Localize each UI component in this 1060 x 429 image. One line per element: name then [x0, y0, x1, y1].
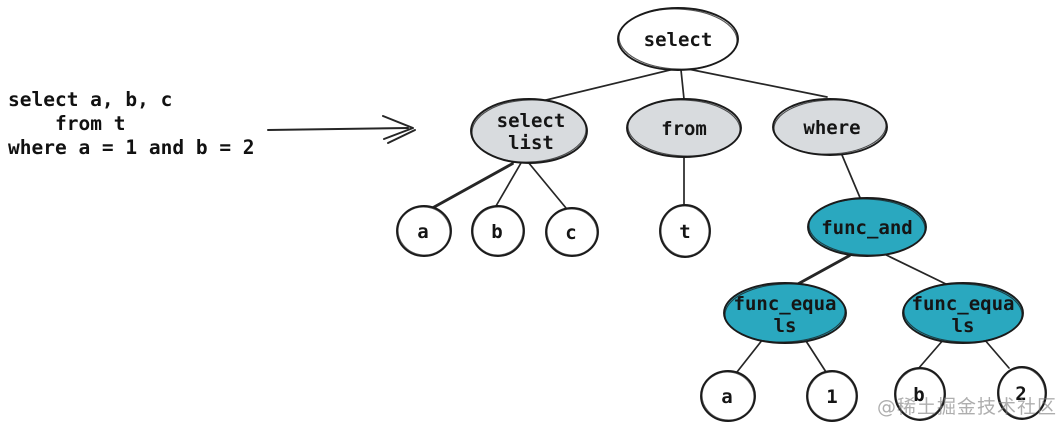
node-leaf-2: 2 — [997, 366, 1047, 420]
node-func-equals-left: func_equa ls — [723, 282, 847, 344]
edge — [429, 163, 514, 211]
edge — [495, 162, 522, 207]
edge — [792, 252, 854, 287]
node-func-equals-right-label-1: func_equa — [912, 293, 1015, 315]
node-b-label: b — [491, 221, 502, 243]
edge — [432, 160, 517, 208]
edge — [983, 338, 1010, 369]
tree-edges — [429, 68, 1010, 373]
node-select: select — [617, 7, 739, 71]
node-where: where — [772, 98, 888, 156]
edge — [680, 69, 685, 100]
code-line-3: where a = 1 and b = 2 — [8, 136, 255, 159]
code-line-1: select a, b, c — [8, 88, 172, 111]
edge — [879, 251, 951, 287]
node-t: t — [659, 204, 711, 258]
arrow-icon — [267, 115, 416, 144]
node-func-equals-right-label-2: ls — [952, 315, 975, 337]
edge — [541, 68, 675, 102]
node-select-list-label-1: select — [497, 110, 566, 132]
node-b: b — [471, 205, 525, 257]
node-func-and: func_and — [807, 197, 927, 257]
node-func-and-label: func_and — [821, 217, 913, 239]
node-leaf-b-label: b — [913, 384, 924, 406]
node-from: from — [626, 98, 742, 158]
node-a-label: a — [417, 221, 428, 243]
edge — [687, 68, 828, 98]
edge — [527, 161, 567, 209]
code-line-2: from t — [55, 112, 125, 135]
node-func-equals-right: func_equa ls — [902, 282, 1024, 344]
edge — [805, 340, 827, 373]
node-where-label: where — [803, 117, 860, 139]
node-c: c — [545, 207, 599, 257]
watermark-text: @稀土掘金技术社区 — [877, 396, 1057, 418]
node-c-label: c — [565, 222, 576, 244]
node-leaf-a: a — [700, 370, 756, 422]
edge — [736, 338, 764, 373]
node-select-label: select — [644, 29, 713, 51]
node-func-equals-left-label-1: func_equa — [734, 293, 837, 315]
edge — [841, 154, 862, 201]
edge — [917, 338, 945, 370]
node-leaf-b: b — [894, 367, 946, 421]
node-func-equals-left-label-2: ls — [774, 315, 797, 337]
sql-code-block: select a, b, c from t where a = 1 and b … — [8, 88, 255, 159]
node-a: a — [396, 205, 452, 257]
node-from-label: from — [661, 118, 707, 140]
node-leaf-1: 1 — [806, 370, 858, 422]
node-leaf-1-label: 1 — [826, 386, 837, 408]
node-select-list-label-2: list — [508, 132, 554, 154]
node-leaf-a-label: a — [721, 386, 732, 408]
node-leaf-2-label: 2 — [1015, 383, 1026, 405]
node-select-list: select list — [470, 98, 588, 164]
node-t-label: t — [679, 221, 690, 243]
